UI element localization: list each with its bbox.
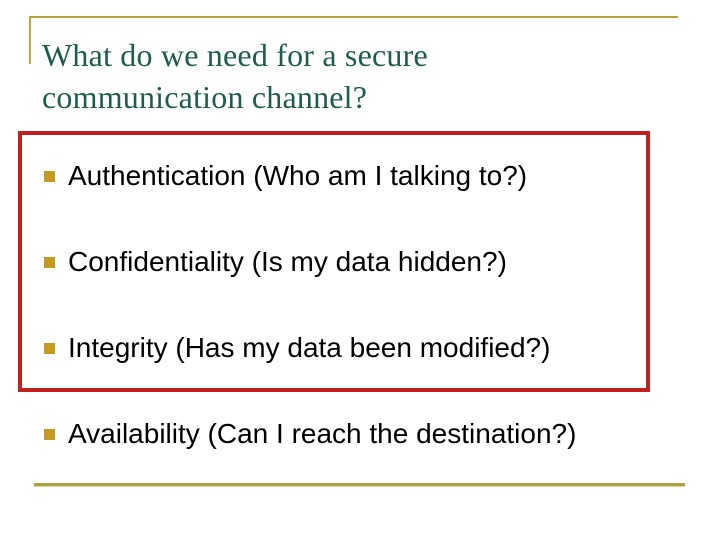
bullet-marker-icon (44, 342, 55, 354)
bullet-item-availability: Availability (Can I reach the destinatio… (44, 414, 576, 454)
bullet-text: Authentication (Who am I talking to?) (68, 160, 528, 191)
highlight-box (18, 131, 650, 392)
bullet-text: Availability (Can I reach the destinatio… (68, 418, 577, 449)
bullet-text: Confidentiality (Is my data hidden?) (68, 246, 507, 277)
bullet-marker-icon (44, 256, 55, 268)
bullet-item-integrity: Integrity (Has my data been modified?) (44, 328, 550, 368)
bullet-marker-icon (44, 170, 55, 182)
top-divider-line (29, 16, 678, 18)
slide-title-line-1: What do we need for a secure (42, 37, 428, 73)
slide-title-line-2: communication channel? (42, 79, 368, 115)
title-accent-line (29, 16, 31, 64)
bottom-divider-line (34, 483, 685, 487)
bullet-text: Integrity (Has my data been modified?) (68, 332, 551, 363)
bullet-item-confidentiality: Confidentiality (Is my data hidden?) (44, 242, 507, 282)
bullet-item-authentication: Authentication (Who am I talking to?) (44, 156, 527, 196)
slide-title: What do we need for a secure communicati… (42, 34, 602, 118)
bullet-marker-icon (44, 428, 55, 440)
